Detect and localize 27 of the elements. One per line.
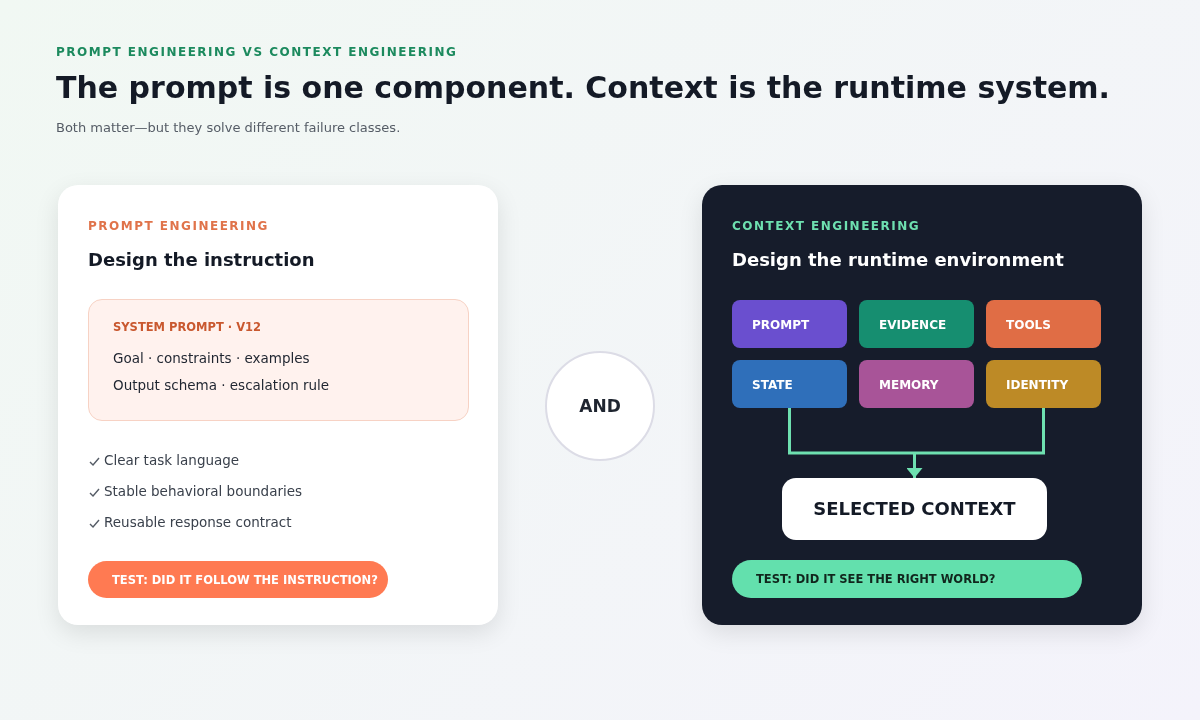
context-chip: MEMORY — [859, 360, 974, 408]
checklist-item: Stable behavioral boundaries — [104, 483, 303, 499]
checklist-item: Clear task language — [104, 452, 240, 468]
panel-heading: SYSTEM PROMPT · V12 — [113, 320, 262, 334]
card — [702, 185, 1142, 625]
selected-context-box: SELECTED CONTEXT — [782, 478, 1047, 540]
context-chip: TOOLS — [986, 300, 1101, 348]
card-eyebrow: CONTEXT ENGINEERING — [732, 219, 921, 233]
test-pill: TEST: DID IT FOLLOW THE INSTRUCTION? — [88, 561, 388, 598]
merge-bracket-arrow — [788, 406, 1045, 480]
subtitle: Both matter—but they solve different failure classes. — [56, 120, 401, 135]
prompt-panel — [88, 299, 469, 421]
card — [58, 185, 498, 625]
context-chip: STATE — [732, 360, 847, 408]
context-chip: IDENTITY — [986, 360, 1101, 408]
checklist-item: Reusable response contract — [104, 514, 292, 530]
panel-text: Output schema · escalation rule — [113, 377, 330, 393]
panel-text: Goal · constraints · examples — [113, 350, 310, 366]
test-pill: TEST: DID IT SEE THE RIGHT WORLD? — [732, 560, 1082, 598]
eyebrow-heading: PROMPT ENGINEERING VS CONTEXT ENGINEERING — [56, 45, 458, 59]
card-heading: Design the runtime environment — [732, 249, 1064, 270]
and-circle: AND — [545, 351, 655, 461]
card-heading: Design the instruction — [88, 249, 315, 270]
context-chip: PROMPT — [732, 300, 847, 348]
card-eyebrow: PROMPT ENGINEERING — [88, 219, 269, 233]
page-title: The prompt is one component. Context is the runtime system. — [56, 70, 1110, 105]
context-chip: EVIDENCE — [859, 300, 974, 348]
